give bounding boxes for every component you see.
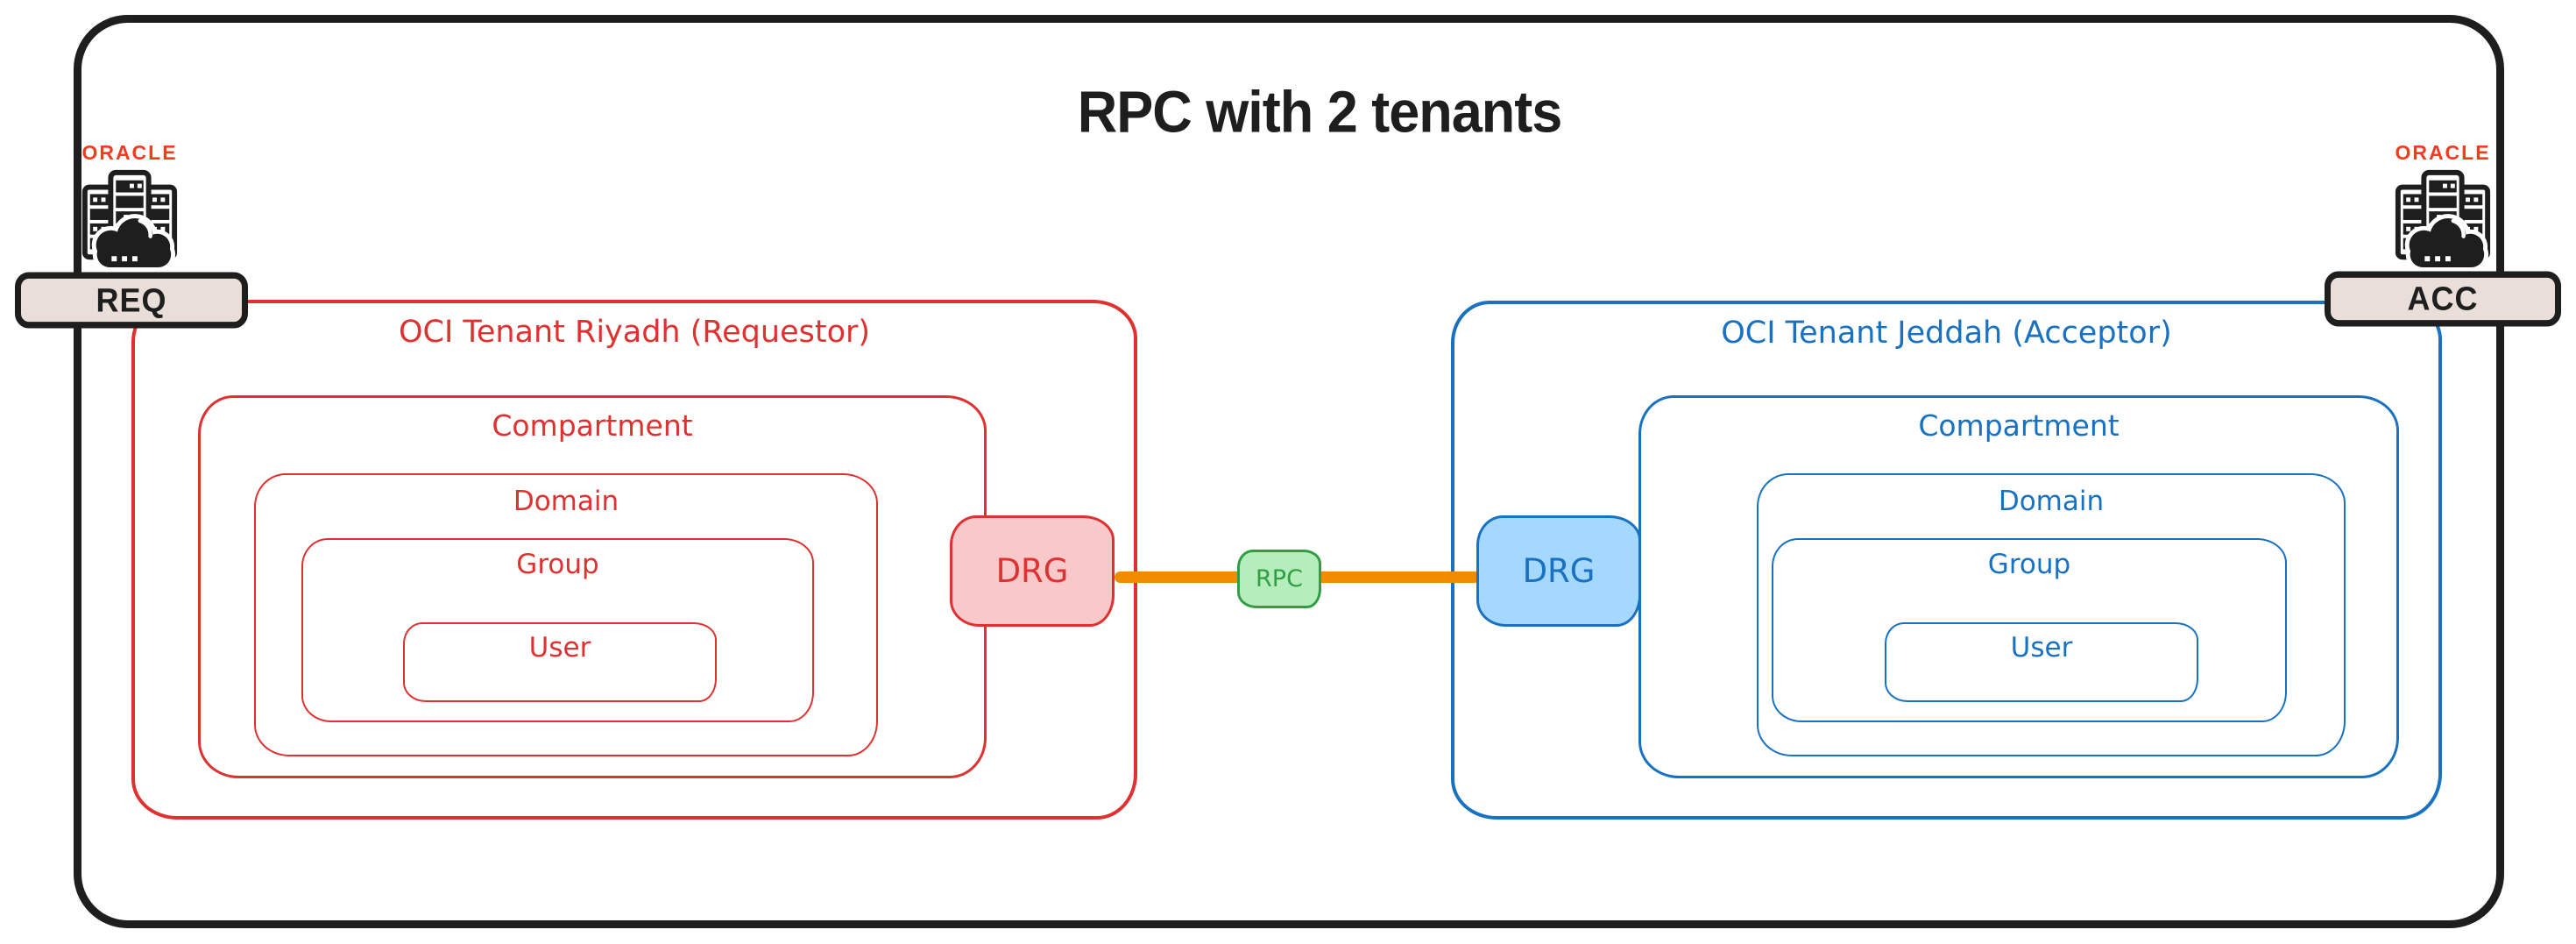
domain-box-left: Domain Group User [254,473,878,756]
outer-frame [74,15,2504,928]
oracle-logo-right: ORACLE [2386,141,2500,274]
tenant-box-jeddah: OCI Tenant Jeddah (Acceptor) Compartment… [1451,301,2442,820]
user-label-left: User [528,632,591,664]
acc-badge: ACC [2325,271,2561,327]
user-label-right: User [2010,632,2073,664]
drg-node-left: DRG [950,515,1115,627]
rpc-node: RPC [1237,550,1321,608]
tenant-box-riyadh: OCI Tenant Riyadh (Requestor) Compartmen… [131,300,1137,820]
tenant-riyadh-label: OCI Tenant Riyadh (Requestor) [398,315,871,350]
domain-label-left: Domain [513,486,619,517]
group-label-left: Group [516,549,599,580]
tenant-jeddah-label: OCI Tenant Jeddah (Acceptor) [1721,316,2172,351]
req-badge: REQ [15,272,248,329]
diagram-title: RPC with 2 tenants [1077,79,1563,146]
oracle-logo-left: ORACLE [73,141,187,274]
domain-box-right: Domain Group User [1757,473,2346,756]
compartment-box-left: Compartment Domain Group User [198,395,987,778]
group-box-left: Group User [301,538,814,722]
datacenter-cloud-icon-right [2395,169,2491,271]
datacenter-cloud-icon-left [81,169,178,271]
group-box-right: Group User [1772,538,2287,722]
compartment-label-right: Compartment [1918,408,2120,443]
group-label-right: Group [1987,549,2071,580]
oracle-wordmark-left: ORACLE [81,141,178,164]
user-box-right: User [1885,622,2198,702]
compartment-box-right: Compartment Domain Group User [1638,395,2399,778]
drg-node-right: DRG [1476,515,1641,627]
domain-label-right: Domain [1998,486,2105,517]
user-box-left: User [403,622,717,702]
compartment-label-left: Compartment [492,408,693,443]
oracle-wordmark-right: ORACLE [2395,141,2491,164]
